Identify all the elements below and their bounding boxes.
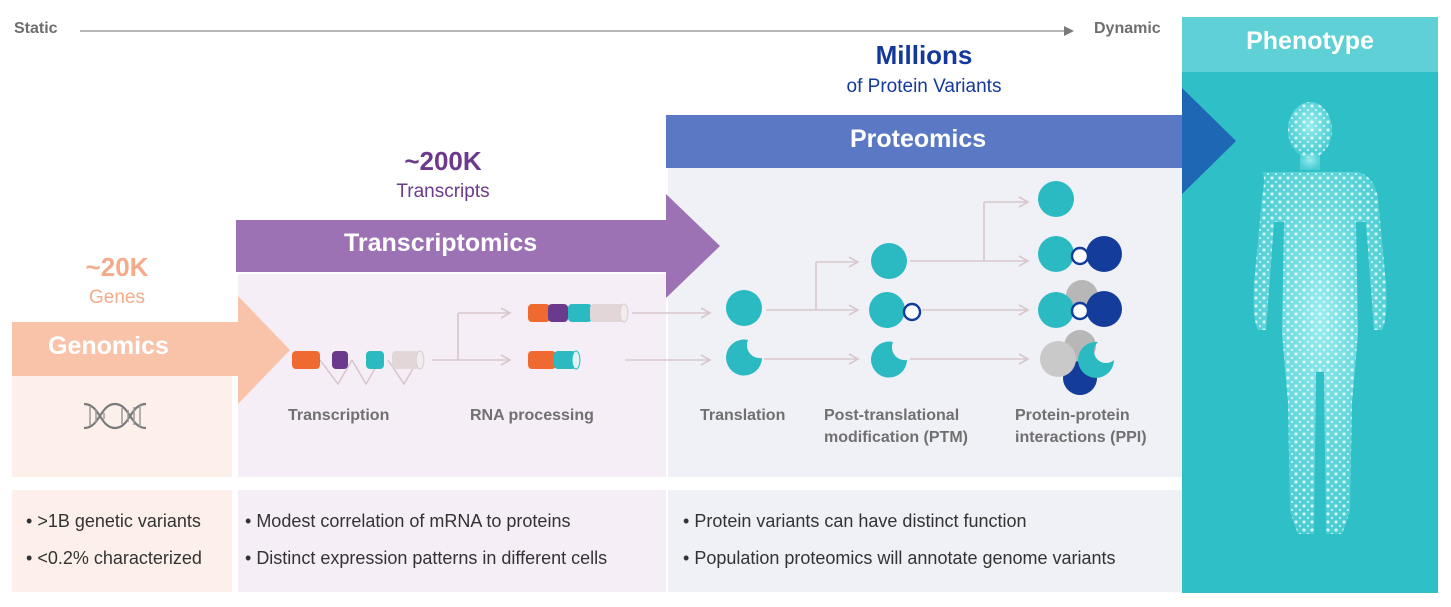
ppi-monomer-icon: [1038, 181, 1074, 217]
phenotype-title: Phenotype: [1246, 27, 1374, 55]
proteomics-bullet-2: • Population proteomics will annotate ge…: [683, 548, 1116, 568]
proteomics-bullets-panel: [668, 490, 1182, 592]
ptm-protein-1-icon: [871, 243, 907, 279]
proteomics-count: Millions: [875, 40, 973, 70]
mrna-variant-1-icon: [528, 303, 629, 323]
step-ptm-line2: modification (PTM): [824, 429, 968, 446]
ppi-dimer-icon: [1038, 236, 1122, 272]
axis-dynamic-label: Dynamic: [1094, 20, 1161, 37]
ptm-protein-2-icon: [869, 292, 905, 328]
genomics-count: ~20K: [85, 252, 149, 282]
genomics-title: Genomics: [48, 332, 169, 360]
transcriptomics-count: ~200K: [404, 146, 482, 176]
protein-full-icon: [726, 290, 762, 326]
genomics-bullets-panel: [12, 490, 232, 592]
step-ppi-line1: Protein-protein: [1015, 407, 1130, 424]
genomics-banner-arrow: [12, 296, 290, 404]
human-body-icon: [1253, 102, 1387, 534]
molecular-flow-diagram: [292, 181, 1122, 395]
pre-mrna-icon: [292, 350, 425, 386]
transcriptomics-bullets-panel: [238, 490, 666, 592]
transcriptomics-bullet-1: • Modest correlation of mRNA to proteins: [245, 511, 571, 531]
phenotype-header: [1182, 17, 1438, 72]
proteomics-banner-arrow: [666, 88, 1236, 194]
proteomics-title: Proteomics: [850, 125, 987, 153]
transcriptomics-bullet-2: • Distinct expression patterns in differ…: [245, 548, 608, 568]
genomics-count-label: Genes: [89, 287, 145, 308]
ptm-protein-3-icon: [871, 341, 907, 378]
step-transcription: Transcription: [288, 407, 390, 424]
proteomics-count-label: of Protein Variants: [846, 76, 1002, 97]
protein-partial-icon: [726, 339, 762, 376]
ppi-complex-icon: [1040, 330, 1114, 395]
transcriptomics-title: Transcriptomics: [344, 229, 538, 257]
step-ptm-line1: Post-translational: [824, 407, 960, 424]
ppi-trimer-icon: [1038, 280, 1122, 328]
dna-icon: [83, 402, 147, 430]
mrna-variant-2-icon: [528, 350, 581, 370]
axis-static-label: Static: [14, 20, 58, 37]
transcriptomics-count-label: Transcripts: [396, 181, 490, 202]
proteomics-bullet-1: • Protein variants can have distinct fun…: [683, 511, 1027, 531]
step-ppi-line2: interactions (PPI): [1015, 429, 1147, 446]
transcriptomics-banner-arrow: [236, 194, 720, 298]
genomics-bullet-2: • <0.2% characterized: [26, 548, 202, 568]
step-translation: Translation: [700, 407, 786, 424]
step-rna-processing: RNA processing: [470, 407, 594, 424]
genomics-bullet-1: • >1B genetic variants: [26, 511, 201, 531]
static-dynamic-axis-arrow: [80, 26, 1074, 36]
